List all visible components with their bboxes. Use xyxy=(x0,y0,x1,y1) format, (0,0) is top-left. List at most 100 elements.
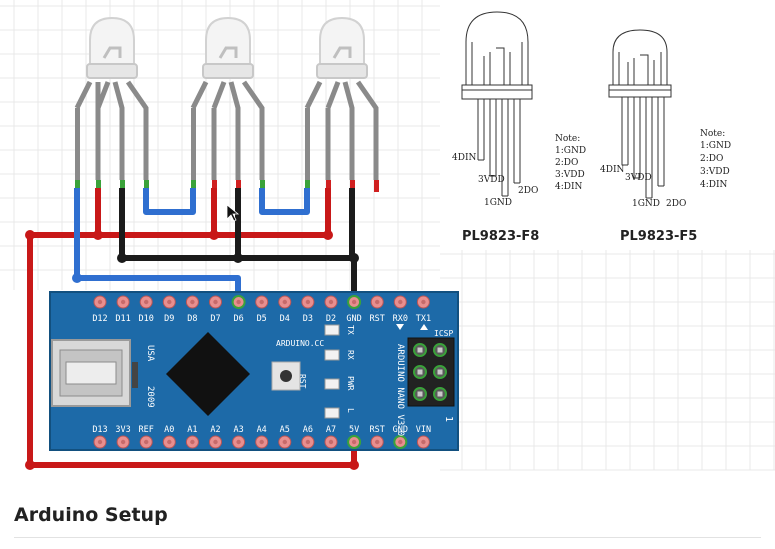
tx-led xyxy=(324,324,340,336)
led-2-dome xyxy=(205,16,251,73)
label-l: L xyxy=(346,408,355,413)
bottom-pin-connected-11 xyxy=(347,435,362,449)
microcontroller-chip xyxy=(166,332,250,416)
led-2-base xyxy=(202,63,254,79)
top-pins-label-13: RX0 xyxy=(393,314,408,324)
led-1-base xyxy=(86,63,138,79)
bottom-pin-connected-13 xyxy=(393,435,408,449)
f8-pin-do: 2DO xyxy=(518,186,538,196)
label-icsp: ICSP xyxy=(434,329,453,338)
label-rx: RX xyxy=(346,350,355,360)
wire-data-in xyxy=(74,188,241,300)
wire-data-chain-1 xyxy=(143,188,196,215)
top-pins-label-14: TX1 xyxy=(416,314,431,324)
f8-flange xyxy=(461,84,533,100)
f8-pin-din: 4DIN xyxy=(452,153,476,163)
top-pin-connected-6 xyxy=(231,295,246,309)
lead-tips xyxy=(75,180,379,192)
pl9823-f5-drawing xyxy=(608,29,672,199)
pwr-led xyxy=(324,378,340,390)
f8-note-4: 4:DIN xyxy=(555,182,583,192)
bottom-pins-label-6: A3 xyxy=(233,425,243,435)
led-3-dome xyxy=(319,16,365,73)
f5-dome-outline xyxy=(612,29,668,85)
led-3-lead-do xyxy=(355,80,379,180)
f8-note-0: Note: xyxy=(555,134,580,144)
bottom-pins-label-14: VIN xyxy=(416,425,431,435)
f8-note-2: 2:DO xyxy=(555,158,578,168)
f5-pin-gnd: 1GND xyxy=(632,199,660,209)
label-year: 2009 xyxy=(145,386,155,408)
led-3-lead-vdd xyxy=(325,81,341,109)
label-tx: TX xyxy=(346,325,355,335)
rgb-led-1 xyxy=(74,16,149,180)
led-2-lead-do xyxy=(241,80,265,180)
led-2-lead-vdd xyxy=(211,81,227,109)
led-2-lead-gnd xyxy=(228,81,241,180)
bottom-pins-label-0: D13 xyxy=(92,425,107,435)
mouse-cursor-icon xyxy=(226,204,240,222)
f5-flange xyxy=(608,84,672,98)
label-icsp-one: 1 xyxy=(443,416,454,422)
top-pins-label-4: D8 xyxy=(187,314,197,324)
led-1-dome xyxy=(89,16,135,73)
f8-note-1: 1:GND xyxy=(555,146,586,156)
f5-note-1: 1:GND xyxy=(700,141,731,151)
wire-data-chain-2 xyxy=(259,188,310,215)
top-pins-label-10: D2 xyxy=(326,314,336,324)
top-pins-label-2: D10 xyxy=(139,314,154,324)
top-pins-label-0: D12 xyxy=(92,314,107,324)
f5-note-4: 4:DIN xyxy=(700,180,728,190)
l-led xyxy=(324,407,340,419)
top-pin-connected-11 xyxy=(347,295,362,309)
f5-pin-do: 2DO xyxy=(666,199,686,209)
rx-led xyxy=(324,349,340,361)
bottom-pins-label-4: A1 xyxy=(187,425,197,435)
f8-title: PL9823-F8 xyxy=(462,229,539,244)
top-pins-label-12: RST xyxy=(370,314,385,324)
label-usa: USA xyxy=(145,345,155,362)
f5-note-2: 2:DO xyxy=(700,154,723,164)
f5-note-0: Note: xyxy=(700,129,725,139)
led-1-lead-do xyxy=(125,80,149,180)
rgb-led-3 xyxy=(304,16,379,180)
led-1-lead-gnd xyxy=(112,81,125,180)
led-1-lead-din xyxy=(75,108,80,180)
bottom-pins-label-10: A7 xyxy=(326,425,336,435)
f8-dome-outline xyxy=(465,11,529,85)
f5-pin-din: 4DIN xyxy=(600,165,624,175)
bottom-pins-label-8: A5 xyxy=(280,425,290,435)
bottom-pins-label-13: GND xyxy=(393,425,408,435)
f5-title: PL9823-F5 xyxy=(620,229,697,244)
rgb-led-2 xyxy=(190,16,265,180)
top-pins-label-7: D5 xyxy=(257,314,267,324)
bottom-pins-label-5: A2 xyxy=(210,425,220,435)
f8-pin-gnd: 1GND xyxy=(484,198,512,208)
bottom-pins-label-9: A6 xyxy=(303,425,313,435)
top-pins-label-3: D9 xyxy=(164,314,174,324)
top-pins-label-6: D6 xyxy=(233,314,243,324)
top-pins-label-11: GND xyxy=(346,314,361,324)
led-3-lead-gnd xyxy=(342,81,355,180)
led-2-lead-din xyxy=(191,108,196,180)
bottom-pins-label-11: 5V xyxy=(349,425,359,435)
label-arduino-cc: ARDUINO.CC xyxy=(276,339,324,348)
f8-note-3: 3:VDD xyxy=(555,170,585,180)
bottom-pins-label-2: REF xyxy=(139,425,154,435)
section-divider xyxy=(14,537,761,538)
led-1-lead-vdd xyxy=(95,81,111,109)
section-heading: Arduino Setup xyxy=(14,504,168,526)
top-pins-label-1: D11 xyxy=(115,314,130,324)
label-rst: RST xyxy=(298,374,307,389)
wire-5v-loop xyxy=(27,235,357,468)
bottom-pins-label-3: A0 xyxy=(164,425,174,435)
top-pins-label-8: D4 xyxy=(280,314,290,324)
f5-note-3: 3:VDD xyxy=(700,167,730,177)
bottom-pins-label-1: 3V3 xyxy=(115,425,130,435)
led-3-lead-din xyxy=(305,108,310,180)
top-pins-label-9: D3 xyxy=(303,314,313,324)
